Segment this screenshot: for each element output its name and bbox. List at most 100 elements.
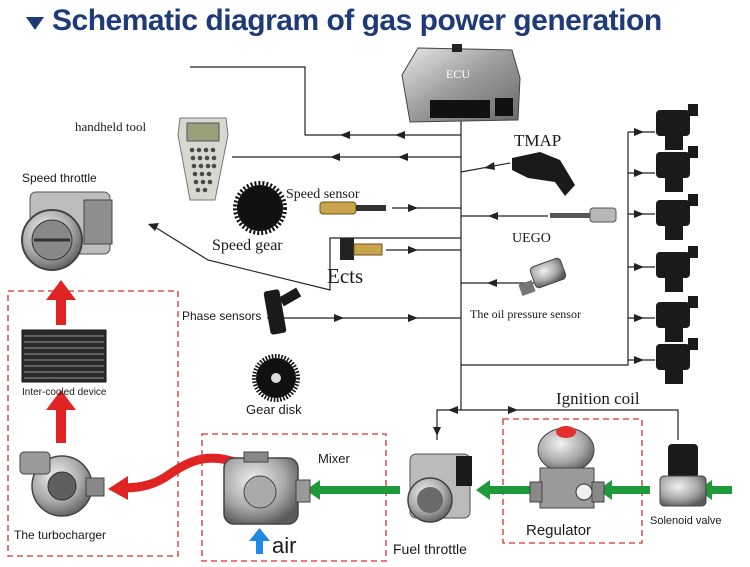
ecu-tab xyxy=(452,44,462,52)
ignition-coil-3 xyxy=(656,194,698,240)
green-flow-solenoid-head xyxy=(598,480,612,500)
mixer-label: Mixer xyxy=(318,451,350,466)
tmap-device xyxy=(512,152,575,196)
air-arrow-shaft xyxy=(256,538,263,554)
speed-gear-label: Speed gear xyxy=(212,237,283,254)
uego-body xyxy=(589,207,617,223)
arrow-coil-2 xyxy=(634,169,644,177)
page-title: Schematic diagram of gas power generatio… xyxy=(12,4,750,44)
ecu-connector-2 xyxy=(495,98,513,116)
green-flow-gas-shaft xyxy=(710,486,732,494)
red-flow xyxy=(46,280,242,500)
dashed-box-regulator xyxy=(502,418,643,544)
regulator-device xyxy=(529,426,605,509)
speed-throttle-device xyxy=(21,191,113,271)
arrow-speed-sensor xyxy=(408,204,418,212)
handheld-screen xyxy=(186,122,220,142)
ignition-coil-5 xyxy=(656,296,698,342)
coil-bus xyxy=(461,132,629,366)
regulator-label: Regulator xyxy=(526,522,592,539)
phase-sensors-label: Phase sensors xyxy=(182,309,262,323)
red-flow-curve xyxy=(121,453,242,493)
oil-pressure-device xyxy=(518,257,567,297)
ects-device xyxy=(340,238,383,260)
gas-label: GAS xyxy=(718,479,731,485)
title-triangle-icon xyxy=(26,17,44,30)
ecu-connector xyxy=(430,100,490,118)
throttle-motor xyxy=(83,199,113,245)
arrow-bus-left xyxy=(448,406,458,414)
arrow-solenoid xyxy=(508,406,518,414)
fuel-throttle-device xyxy=(407,453,472,523)
arrow-handheld-3 xyxy=(330,153,340,161)
solenoid-wire xyxy=(461,409,679,440)
dashed-box-mixer xyxy=(201,433,387,562)
mixer-device xyxy=(223,451,311,525)
speed-gear-disc xyxy=(237,185,283,231)
green-flow-regulator-shaft xyxy=(488,486,530,494)
fuel-throttle-label: Fuel throttle xyxy=(393,541,467,557)
turbocharger-device xyxy=(19,451,105,517)
arrow-phase-2 xyxy=(408,314,418,322)
green-flow-throttle-shaft xyxy=(318,486,400,494)
ignition-coil-4 xyxy=(656,246,698,292)
red-flow-shaft-top xyxy=(56,295,66,325)
speed-sensor-device xyxy=(319,201,386,215)
arrow-coil-4 xyxy=(634,263,644,271)
oil-sensor-body xyxy=(529,257,567,289)
wire-arrows xyxy=(148,128,644,436)
air-arrow-head xyxy=(249,528,270,541)
ignition-coil-label: Ignition coil xyxy=(556,389,640,408)
arrow-coil-6 xyxy=(634,356,644,364)
ecu-label: ECU xyxy=(446,67,470,81)
arrow-oil xyxy=(487,279,497,287)
speed-throttle-label: Speed throttle xyxy=(22,171,97,185)
ignition-coil-6 xyxy=(656,338,698,384)
uego-cable xyxy=(550,213,590,218)
dashed-box-intake xyxy=(7,290,179,557)
solenoid-coil xyxy=(668,444,698,478)
gear-disk-label: Gear disk xyxy=(246,402,302,417)
throttle-wire xyxy=(149,223,461,291)
solenoid-valve-label: Solenoid valve xyxy=(650,515,722,527)
arrow-handheld-4 xyxy=(398,153,408,161)
green-flow-regulator-head xyxy=(476,480,490,500)
red-flow-head-mid xyxy=(46,390,76,410)
title-text: Schematic diagram of gas power generatio… xyxy=(52,4,662,37)
arrow-handheld-1 xyxy=(340,131,350,139)
arrow-coil-1 xyxy=(634,128,644,136)
inter-cooled-device-label: Inter-cooled device xyxy=(22,387,107,398)
uego-device xyxy=(550,207,617,223)
ects-body xyxy=(353,243,383,256)
arrow-coil-5 xyxy=(634,314,644,322)
arrow-fuel-throttle xyxy=(433,427,441,436)
dashed-boxes xyxy=(7,290,643,562)
fuel-throttle-wire xyxy=(436,409,461,440)
handheld-tool-device xyxy=(177,117,229,201)
uego-label: UEGO xyxy=(512,231,551,246)
ignition-coil-1 xyxy=(656,104,698,150)
red-flow-head-top xyxy=(46,280,76,300)
ignition-coil-2 xyxy=(656,146,698,192)
arrow-handheld-2 xyxy=(395,131,405,139)
handheld-wire-top xyxy=(190,66,461,136)
speed-gear-device xyxy=(233,181,287,235)
intercooler-device xyxy=(21,329,107,383)
air-arrow xyxy=(249,528,270,554)
arrow-phase-1 xyxy=(334,314,344,322)
handheld-tool-label: handheld tool xyxy=(75,119,147,134)
red-flow-shaft-mid xyxy=(56,405,66,443)
tmap-body xyxy=(512,152,575,196)
ecu-module xyxy=(401,44,521,123)
oil-pressure-sensor-label: The oil pressure sensor xyxy=(470,307,581,321)
tmap-label: TMAP xyxy=(514,131,562,150)
air-label: air xyxy=(272,533,297,558)
green-flow-throttle-head xyxy=(306,480,320,500)
ects-connector xyxy=(340,238,354,260)
handheld-keys xyxy=(189,147,217,193)
arrow-ects xyxy=(408,246,418,254)
ignition-coils xyxy=(656,104,698,384)
speed-sensor-label: Speed sensor xyxy=(286,187,360,202)
